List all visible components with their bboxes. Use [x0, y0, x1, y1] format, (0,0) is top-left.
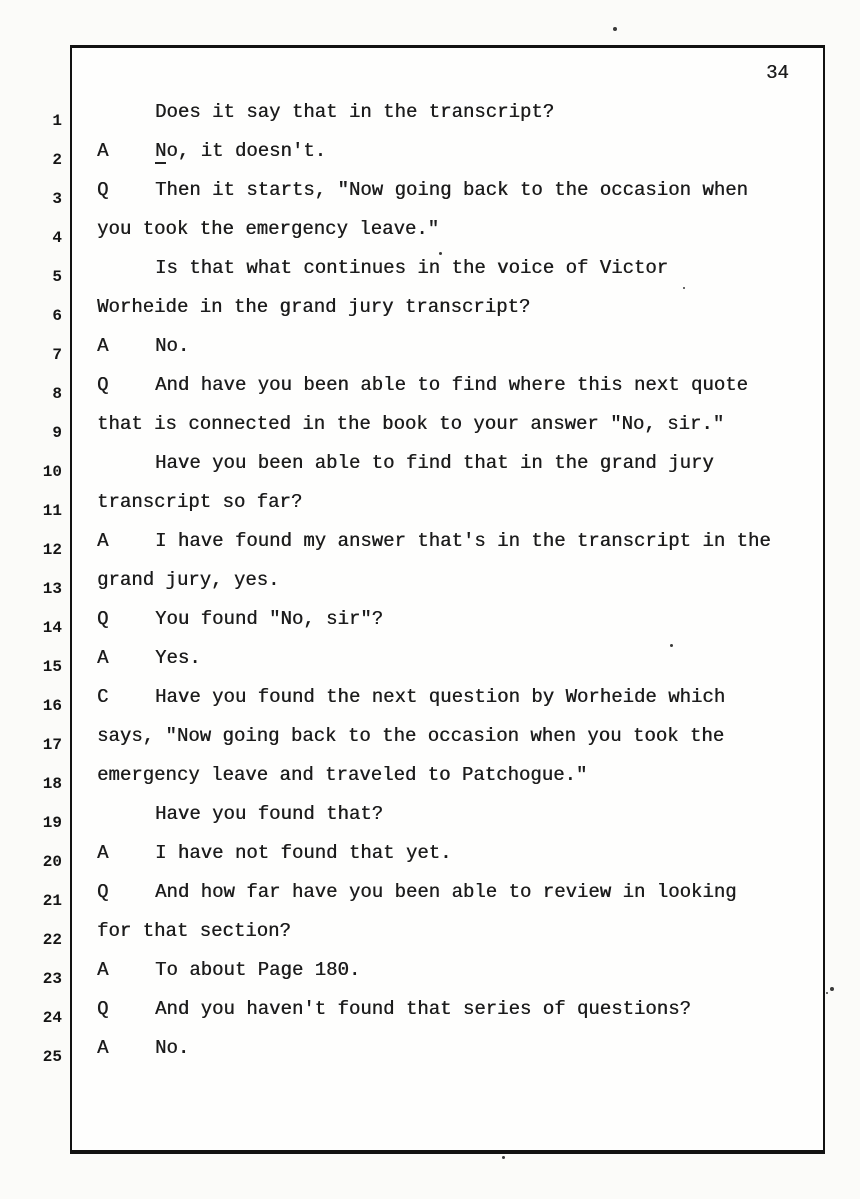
transcript-line: 16 C Have you found the next question by W…: [0, 686, 860, 725]
transcript-line: 13 grand jury, yes.: [0, 569, 860, 608]
transcript-line: 15 A Yes.: [0, 647, 860, 686]
speaker-label: A: [97, 959, 109, 981]
transcript-line: 9 that is connected in the book to your a…: [0, 413, 860, 452]
transcript-line: 2 A No, it doesn't.: [0, 140, 860, 179]
scan-speck: [502, 1156, 505, 1159]
transcript-line: 14 Q You found "No, sir"?: [0, 608, 860, 647]
page-number: 34: [766, 62, 789, 84]
line-number: 24: [42, 1009, 62, 1027]
line-number: 17: [42, 736, 62, 754]
line-text: Is that what continues in the voice of V…: [155, 257, 669, 279]
line-number: 7: [52, 346, 62, 364]
transcript-line: 21 Q And how far have you been able to rev…: [0, 881, 860, 920]
scan-speck: [613, 27, 617, 31]
speaker-label: C: [97, 686, 109, 708]
line-text: Have you found that?: [155, 803, 384, 825]
line-text: I have found my answer that's in the tra…: [155, 530, 771, 552]
line-text: Then it starts, "Now going back to the o…: [155, 179, 748, 201]
transcript-line: 3 Q Then it starts, "Now going back to the…: [0, 179, 860, 218]
transcript-line: 23 A To about Page 180.: [0, 959, 860, 998]
line-number: 22: [42, 931, 62, 949]
line-number: 21: [42, 892, 62, 910]
line-text: Have you been able to find that in the g…: [155, 452, 714, 474]
line-number: 4: [52, 229, 62, 247]
line-text: that is connected in the book to your an…: [97, 413, 725, 435]
line-number: 23: [42, 970, 62, 988]
speaker-label: Q: [97, 608, 109, 630]
line-number: 15: [42, 658, 62, 676]
transcript-line: 18 emergency leave and traveled to Patcho…: [0, 764, 860, 803]
speaker-label: A: [97, 842, 109, 864]
line-number: 3: [52, 190, 62, 208]
speaker-label: Q: [97, 881, 109, 903]
line-text: No, it doesn't.: [155, 140, 327, 162]
transcript-line: 25 A No.: [0, 1037, 860, 1076]
transcript-line: 20 A I have not found that yet.: [0, 842, 860, 881]
speaker-label: A: [97, 1037, 109, 1059]
transcript-line: 11 transcript so far?: [0, 491, 860, 530]
line-text: transcript so far?: [97, 491, 303, 513]
line-text: You found "No, sir"?: [155, 608, 384, 630]
line-text: for that section?: [97, 920, 291, 942]
line-text: Does it say that in the transcript?: [155, 101, 555, 123]
line-text: you took the emergency leave.": [97, 218, 440, 240]
speaker-label: Q: [97, 374, 109, 396]
transcript-line: 22 for that section?: [0, 920, 860, 959]
line-text: To about Page 180.: [155, 959, 361, 981]
line-text: And how far have you been able to review…: [155, 881, 737, 903]
transcript-line: 24 Q And you haven't found that series of …: [0, 998, 860, 1037]
line-text: And have you been able to find where thi…: [155, 374, 748, 396]
line-text: And you haven't found that series of que…: [155, 998, 691, 1020]
line-number: 6: [52, 307, 62, 325]
speaker-label: A: [97, 140, 109, 162]
line-number: 25: [42, 1048, 62, 1066]
speaker-label: Q: [97, 998, 109, 1020]
transcript-line: 12 A I have found my answer that's in the …: [0, 530, 860, 569]
transcript-line: 17 says, "Now going back to the occasion …: [0, 725, 860, 764]
line-number: 16: [42, 697, 62, 715]
line-number: 19: [42, 814, 62, 832]
line-number: 20: [42, 853, 62, 871]
line-text: grand jury, yes.: [97, 569, 280, 591]
scan-speck: [670, 644, 673, 647]
transcript-line: 4 you took the emergency leave.": [0, 218, 860, 257]
line-text: emergency leave and traveled to Patchogu…: [97, 764, 588, 786]
speaker-label: A: [97, 530, 109, 552]
line-text: says, "Now going back to the occasion wh…: [97, 725, 725, 747]
line-text: I have not found that yet.: [155, 842, 452, 864]
transcript-line: 8 Q And have you been able to find where t…: [0, 374, 860, 413]
speaker-label: A: [97, 335, 109, 357]
page-border: [70, 45, 825, 1154]
line-number: 8: [52, 385, 62, 403]
speaker-label: Q: [97, 179, 109, 201]
line-text: Have you found the next question by Worh…: [155, 686, 726, 708]
transcript-line: 7 A No.: [0, 335, 860, 374]
transcript-line: 5 Is that what continues in the voice of …: [0, 257, 860, 296]
line-text: Worheide in the grand jury transcript?: [97, 296, 531, 318]
transcript-line: 19 Have you found that?: [0, 803, 860, 842]
line-number: 5: [52, 268, 62, 286]
line-number: 14: [42, 619, 62, 637]
line-number: 10: [42, 463, 62, 481]
transcript-line: 10 Have you been able to find that in the…: [0, 452, 860, 491]
line-number: 2: [52, 151, 62, 169]
scan-speck: [826, 992, 828, 994]
transcript-line: 6 Worheide in the grand jury transcript?: [0, 296, 860, 335]
line-text: No.: [155, 335, 190, 357]
line-text: No.: [155, 1037, 190, 1059]
scan-speck: [830, 987, 834, 991]
speaker-label: A: [97, 647, 109, 669]
line-number: 13: [42, 580, 62, 598]
line-number: 9: [52, 424, 62, 442]
line-number: 1: [52, 112, 62, 130]
transcript-line: 1 Does it say that in the transcript?: [0, 101, 860, 140]
scan-speck: [439, 252, 442, 255]
line-number: 12: [42, 541, 62, 559]
line-number: 18: [42, 775, 62, 793]
scan-speck: [683, 287, 685, 289]
line-text: Yes.: [155, 647, 201, 669]
typewriter-underline-artifact: [155, 162, 166, 164]
line-number: 11: [42, 502, 62, 520]
